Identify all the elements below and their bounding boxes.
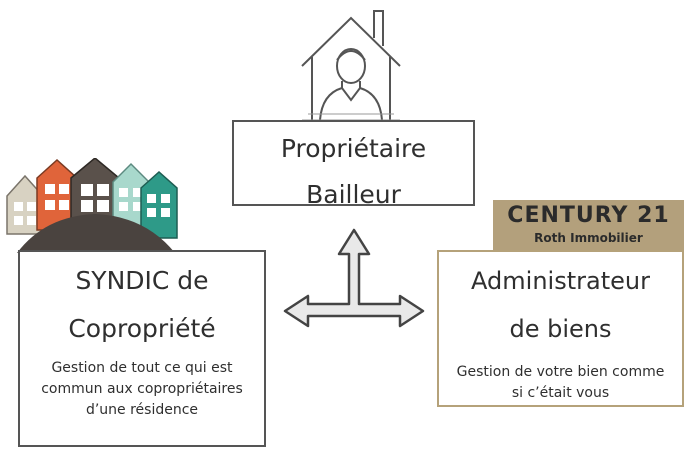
administrator-title-line1: Administrateur [471,267,650,295]
syndic-description: Gestion de tout ce qui est commun aux co… [41,360,243,418]
administrator-description: Gestion de votre bien comme si c’était v… [456,364,665,401]
century21-subtitle: Roth Immobilier [534,231,643,245]
landlord-title-line2: Bailleur [306,180,401,209]
syndic-title-line2: Copropriété [68,314,216,343]
administrator-box: Administrateur de biens Gestion de votre… [437,250,684,407]
landlord-box: Propriétaire Bailleur [232,120,475,209]
houses-on-hill-icon [6,158,178,253]
administrator-title-line2: de biens [509,315,612,343]
syndic-title-line1: SYNDIC de [75,266,209,295]
century21-badge: CENTURY 21 Roth Immobilier [493,200,684,250]
house-person-icon [301,10,401,121]
century21-logo-text: CENTURY 21 [507,203,670,228]
syndic-box: SYNDIC de Copropriété Gestion de tout ce… [18,250,266,447]
landlord-title-line1: Propriétaire [280,134,427,163]
three-way-arrow-icon [283,228,425,328]
